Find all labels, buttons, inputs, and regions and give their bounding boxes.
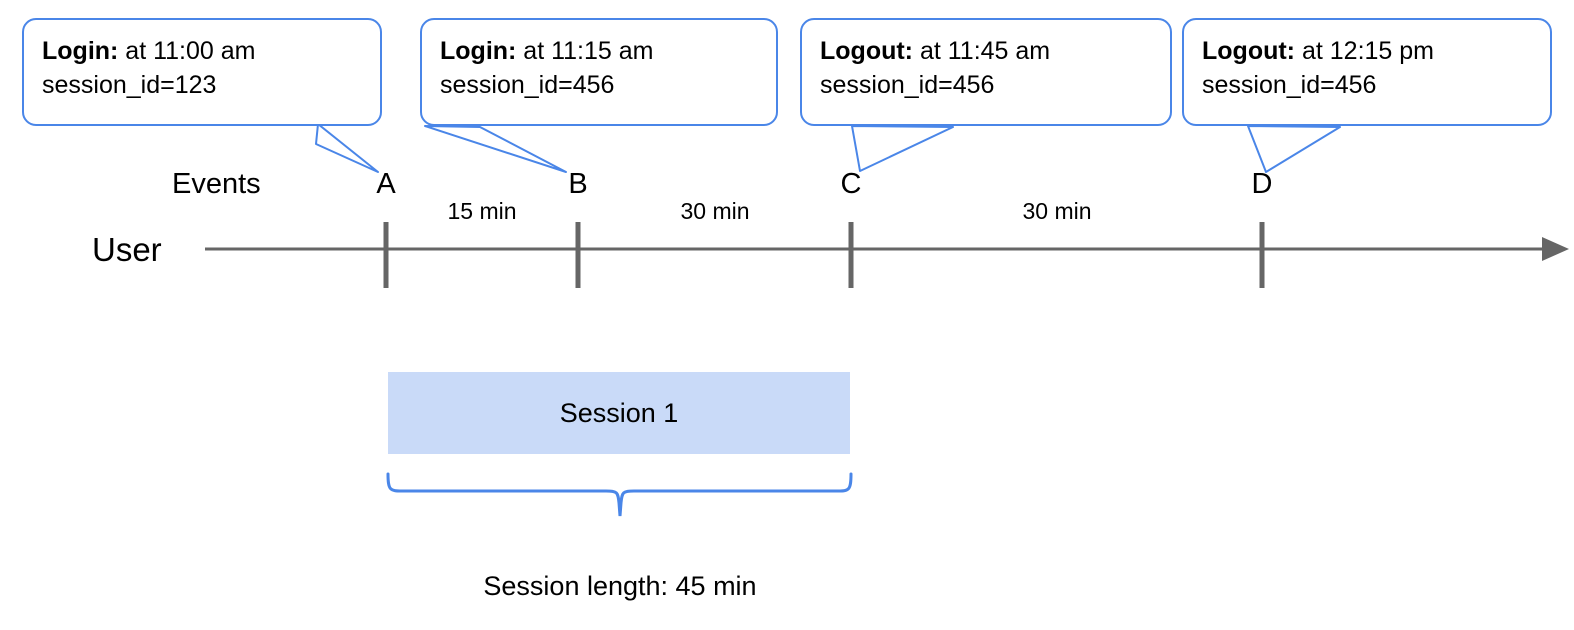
callout-d[interactable]: Logout: at 12:15 pm session_id=456 xyxy=(1182,18,1552,126)
callout-c-line2: session_id=456 xyxy=(820,71,995,99)
callout-b-lead: Login: xyxy=(440,37,517,65)
callout-b[interactable]: Login: at 11:15 am session_id=456 xyxy=(420,18,778,126)
event-label-c: C xyxy=(840,168,862,200)
session-brace xyxy=(386,472,853,517)
callout-a-rest: at 11:00 am xyxy=(118,37,256,65)
callout-c-lead: Logout: xyxy=(820,37,914,65)
event-label-d: D xyxy=(1251,168,1273,200)
callout-b-line1: Login: at 11:15 am xyxy=(440,34,758,68)
user-row-label: User xyxy=(92,231,162,268)
gap-label-ab: 15 min xyxy=(447,198,517,224)
event-label-a: A xyxy=(376,168,396,200)
gap-label-cd: 30 min xyxy=(1022,198,1092,224)
callout-b-line2: session_id=456 xyxy=(440,71,615,99)
callout-b-rest: at 11:15 am xyxy=(516,37,654,65)
callout-d-lead: Logout: xyxy=(1202,37,1296,65)
callout-c[interactable]: Logout: at 11:45 am session_id=456 xyxy=(800,18,1172,126)
callout-d-line2: session_id=456 xyxy=(1202,71,1377,99)
callout-d-line1: Logout: at 12:15 pm xyxy=(1202,34,1532,68)
session-bar[interactable]: Session 1 xyxy=(388,372,850,454)
callout-a[interactable]: Login: at 11:00 am session_id=123 xyxy=(22,18,382,126)
session-bar-label: Session 1 xyxy=(559,397,679,428)
callout-c-line1: Logout: at 11:45 am xyxy=(820,34,1152,68)
callout-d-rest: at 12:15 pm xyxy=(1295,37,1434,65)
callout-c-rest: at 11:45 am xyxy=(913,37,1051,65)
events-row-label: Events xyxy=(172,168,261,200)
event-label-b: B xyxy=(568,168,588,200)
callout-a-line2: session_id=123 xyxy=(42,71,217,99)
callout-a-line1: Login: at 11:00 am xyxy=(42,34,362,68)
session-length-label: Session length: 45 min xyxy=(483,571,757,601)
gap-label-bc: 30 min xyxy=(680,198,750,224)
callout-a-lead: Login: xyxy=(42,37,119,65)
